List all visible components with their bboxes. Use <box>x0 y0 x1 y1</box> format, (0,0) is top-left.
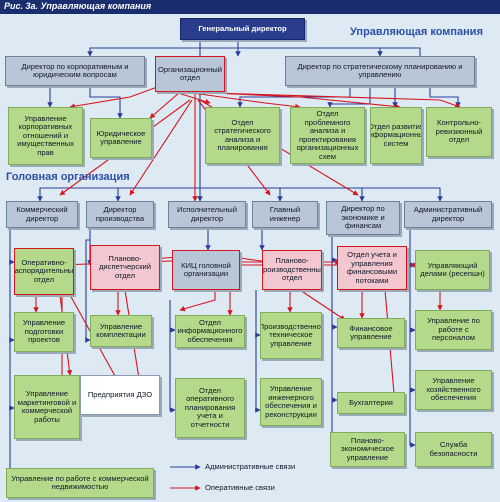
info-support-box: Отдел информационного обеспечения <box>175 315 245 348</box>
prod-tech-box: Производственно-техническое управление <box>260 312 322 359</box>
kits-box: КИЦ головной организации <box>172 250 240 290</box>
finance-box: Финансовое управление <box>337 318 405 348</box>
realestate-label: Управление по работе с коммерческой недв… <box>11 473 149 491</box>
complect-box: Управление комплектации <box>90 315 152 347</box>
personnel-box: Управление по работе с персоналом <box>415 310 492 350</box>
management-section-title: Управляющая компания <box>350 26 483 38</box>
general-director-label: Генеральный директор <box>198 23 287 33</box>
proj-prep-label: Управление подготовки проектов <box>22 318 66 345</box>
chief-engineer-box: Главный инженер <box>252 201 318 228</box>
dzo-box: Предприятия ДЗО <box>80 375 160 415</box>
household-label: Управление хозяйственного обеспечения <box>426 376 481 403</box>
personnel-label: Управление по работе с персоналом <box>427 316 480 343</box>
audit-box: Контрольно-ревизионный отдел <box>426 107 492 157</box>
chief-engineer-label: Главный инженер <box>269 205 301 223</box>
strategic-analysis-box: Отдел стратегического анализа и планиров… <box>205 107 280 164</box>
general-director-box: Генеральный директор <box>180 18 305 40</box>
org-dept-label: Организационный отдел <box>158 64 222 82</box>
plan-prod-box: Планово-производственный отдел <box>262 250 322 290</box>
legal-dept-box: Юридическое управление <box>90 118 152 158</box>
kits-label: КИЦ головной организации <box>181 260 231 278</box>
prod-tech-label: Производственно-техническое управление <box>260 321 322 348</box>
security-box: Служба безопасности <box>415 432 492 467</box>
oper-dist-box: Оперативно-распорядительный отдел <box>14 248 74 295</box>
production-director-box: Директор производства <box>86 201 154 228</box>
legend-oper: Оперативные связи <box>205 483 275 492</box>
strategic-director-label: Директор по стратегическому планированию… <box>297 61 463 79</box>
accounting-flows-box: Отдел учета и управления финансовыми пот… <box>337 246 407 290</box>
plan-disp-label: Планово-диспетчерский отдел <box>98 253 152 280</box>
oper-dist-label: Оперативно-распорядительный отдел <box>14 257 74 284</box>
marketing-label: Управление маркетинговой и коммерческой … <box>17 389 77 424</box>
eng-support-box: Управление инженерного обеспечения и рек… <box>260 378 322 426</box>
bookkeeping-label: Бухгалтерия <box>349 397 393 407</box>
accounting-flows-label: Отдел учета и управления финансовыми пот… <box>346 250 398 285</box>
admin-director-box: Административный директор <box>404 201 492 228</box>
info-support-label: Отдел информационного обеспечения <box>177 317 243 344</box>
complect-label: Управление комплектации <box>96 321 146 339</box>
figure-title: Рис. 3а. Управляющая компания <box>4 1 152 11</box>
head-org-section-title: Головная организация <box>6 171 130 183</box>
strategic-director-box: Директор по стратегическому планированию… <box>285 56 475 86</box>
economics-director-label: Директор по экономике и финансам <box>341 204 385 231</box>
commercial-director-label: Коммерческий директор <box>16 205 68 223</box>
plan-econ-box: Планово-экономическое управление <box>330 432 405 467</box>
problem-analysis-label: Отдел проблемного анализа и проектирован… <box>296 109 359 161</box>
plan-disp-box: Планово-диспетчерский отдел <box>90 245 160 290</box>
audit-label: Контрольно-ревизионный отдел <box>435 118 483 145</box>
info-systems-box: Отдел развития информационных систем <box>370 107 422 164</box>
legal-dept-label: Юридическое управление <box>96 128 146 146</box>
oper-planning-label: Отдел оперативного планирования учета и … <box>184 385 236 429</box>
dzo-label: Предприятия ДЗО <box>87 389 153 399</box>
affairs-box: Управляющий делами (ресепшн) <box>415 250 490 290</box>
legend-admin: Административные связи <box>205 462 296 471</box>
proj-prep-box: Управление подготовки проектов <box>14 312 74 352</box>
eng-support-label: Управление инженерного обеспечения и рек… <box>265 384 317 419</box>
corp-relations-label: Управление корпоративных отношений и иму… <box>17 113 74 157</box>
realestate-box: Управление по работе с коммерческой недв… <box>6 468 154 498</box>
marketing-box: Управление маркетинговой и коммерческой … <box>14 375 80 439</box>
title-bar: Рис. 3а. Управляющая компания <box>0 0 500 14</box>
corporate-director-label: Директор по корпоративным и юридическим … <box>21 61 129 79</box>
info-systems-label: Отдел развития информационных систем <box>370 121 422 148</box>
affairs-label: Управляющий делами (ресепшн) <box>420 260 485 278</box>
plan-econ-label: Планово-экономическое управление <box>340 435 395 462</box>
production-director-label: Директор производства <box>95 205 145 223</box>
household-box: Управление хозяйственного обеспечения <box>415 370 492 410</box>
corp-relations-box: Управление корпоративных отношений и иму… <box>8 107 83 165</box>
commercial-director-box: Коммерческий директор <box>6 201 78 228</box>
executive-director-box: Исполнительный директор <box>168 201 246 228</box>
org-dept-box: Организационный отдел <box>155 56 225 92</box>
executive-director-label: Исполнительный директор <box>177 205 237 223</box>
bookkeeping-box: Бухгалтерия <box>337 392 405 414</box>
admin-director-label: Административный директор <box>413 205 483 223</box>
problem-analysis-box: Отдел проблемного анализа и проектирован… <box>290 107 365 164</box>
finance-label: Финансовое управление <box>349 323 393 341</box>
corporate-director-box: Директор по корпоративным и юридическим … <box>5 56 145 86</box>
security-label: Служба безопасности <box>429 440 478 458</box>
economics-director-box: Директор по экономике и финансам <box>326 201 400 235</box>
strategic-analysis-label: Отдел стратегического анализа и планиров… <box>214 117 271 152</box>
plan-prod-label: Планово-производственный отдел <box>262 256 322 283</box>
oper-planning-box: Отдел оперативного планирования учета и … <box>175 378 245 438</box>
